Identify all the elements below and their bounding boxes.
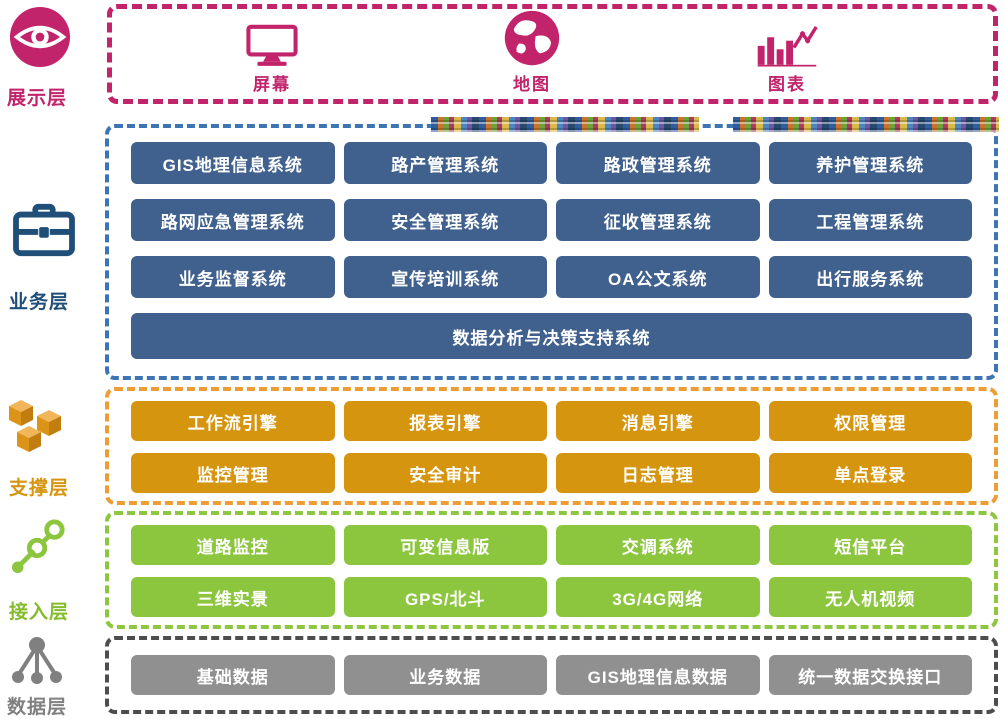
business-item: 征收管理系统	[556, 199, 760, 241]
dashboard-thumbnails-strip	[733, 117, 999, 132]
access-item: 可变信息版	[343, 525, 547, 565]
monitor-icon	[246, 24, 298, 66]
access-item: GPS/北斗	[343, 577, 547, 617]
layer-label-business: 业务层	[9, 292, 70, 313]
access-item: 道路监控	[131, 525, 335, 565]
globe-icon	[504, 10, 560, 66]
business-row: 业务监督系统 宣传培训系统 OA公文系统 出行服务系统	[131, 256, 972, 298]
business-item: 安全管理系统	[343, 199, 547, 241]
business-row: GIS地理信息系统 路产管理系统 路政管理系统 养护管理系统	[131, 142, 972, 184]
support-item: 报表引擎	[343, 401, 547, 441]
support-layer-box: 工作流引擎 报表引擎 消息引擎 权限管理 监控管理 安全审计 日志管理 单点登录	[105, 387, 998, 505]
business-row: 数据分析与决策支持系统	[131, 313, 972, 359]
presentation-item-map: 地图	[457, 9, 607, 95]
business-item: 路网应急管理系统	[131, 199, 335, 241]
support-item: 单点登录	[768, 453, 972, 493]
business-layer-box: GIS地理信息系统 路产管理系统 路政管理系统 养护管理系统 路网应急管理系统 …	[105, 124, 998, 380]
business-item: 宣传培训系统	[343, 256, 547, 298]
support-item: 消息引擎	[556, 401, 760, 441]
business-item: GIS地理信息系统	[131, 142, 335, 184]
briefcase-icon	[13, 203, 75, 257]
data-row: 基础数据 业务数据 GIS地理信息数据 统一数据交换接口	[131, 655, 972, 695]
access-item: 三维实景	[131, 577, 335, 617]
support-row: 监控管理 安全审计 日志管理 单点登录	[131, 453, 972, 493]
business-item: 出行服务系统	[768, 256, 972, 298]
presentation-item-label: 地图	[513, 75, 551, 94]
business-item: OA公文系统	[556, 256, 760, 298]
access-row: 三维实景 GPS/北斗 3G/4G网络 无人机视频	[131, 577, 972, 617]
support-item: 工作流引擎	[131, 401, 335, 441]
business-item: 工程管理系统	[768, 199, 972, 241]
business-item: 养护管理系统	[768, 142, 972, 184]
presentation-layer-box: 屏幕 地图 图表	[107, 4, 998, 104]
support-item: 日志管理	[556, 453, 760, 493]
chart-icon	[757, 26, 818, 67]
access-row: 道路监控 可变信息版 交调系统 短信平台	[131, 525, 972, 565]
eye-icon	[9, 6, 71, 68]
business-item: 路政管理系统	[556, 142, 760, 184]
layer-label-presentation: 展示层	[7, 88, 68, 109]
data-item: 基础数据	[131, 655, 335, 695]
business-item-wide: 数据分析与决策支持系统	[131, 313, 972, 359]
layer-label-access: 接入层	[9, 602, 70, 623]
support-row: 工作流引擎 报表引擎 消息引擎 权限管理	[131, 401, 972, 441]
presentation-item-chart: 图表	[712, 23, 862, 95]
support-item: 安全审计	[343, 453, 547, 493]
support-item: 监控管理	[131, 453, 335, 493]
layer-label-support: 支撑层	[9, 478, 70, 499]
cubes-icon	[9, 400, 61, 452]
data-item: GIS地理信息数据	[556, 655, 760, 695]
access-layer-box: 道路监控 可变信息版 交调系统 短信平台 三维实景 GPS/北斗 3G/4G网络…	[105, 511, 998, 629]
business-item: 业务监督系统	[131, 256, 335, 298]
dashboard-thumbnails-strip	[431, 117, 699, 132]
business-row: 路网应急管理系统 安全管理系统 征收管理系统 工程管理系统	[131, 199, 972, 241]
presentation-item-screen: 屏幕	[197, 24, 347, 95]
business-item: 路产管理系统	[343, 142, 547, 184]
network-nodes-icon	[11, 519, 65, 574]
data-item: 统一数据交换接口	[768, 655, 972, 695]
access-item: 交调系统	[556, 525, 760, 565]
access-item: 无人机视频	[768, 577, 972, 617]
access-item: 短信平台	[768, 525, 972, 565]
support-item: 权限管理	[768, 401, 972, 441]
data-layer-box: 基础数据 业务数据 GIS地理信息数据 统一数据交换接口	[105, 636, 998, 714]
data-item: 业务数据	[343, 655, 547, 695]
presentation-item-label: 屏幕	[253, 75, 291, 94]
presentation-item-label: 图表	[768, 75, 806, 94]
layer-label-data: 数据层	[7, 697, 68, 718]
data-hub-icon	[12, 637, 62, 684]
access-item: 3G/4G网络	[556, 577, 760, 617]
